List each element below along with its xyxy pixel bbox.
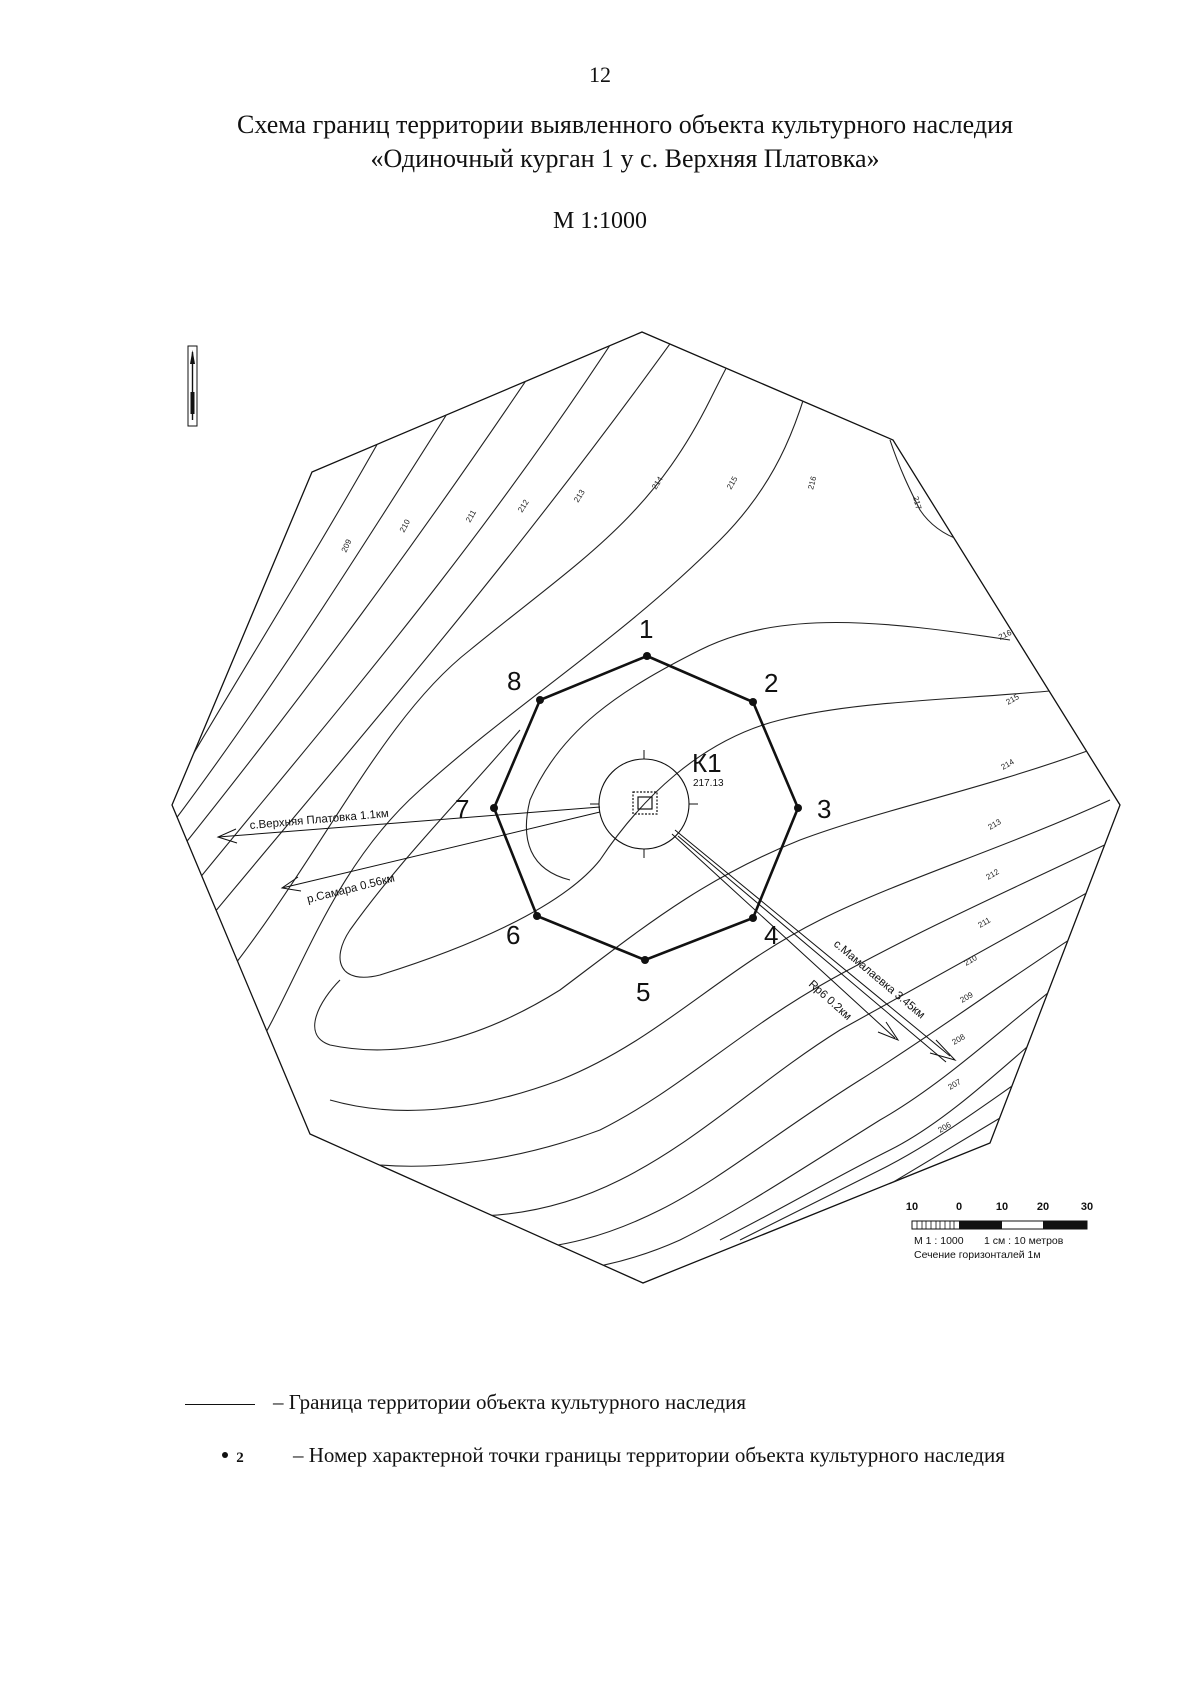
scale-caption: 1 см : 10 метров <box>984 1235 1064 1247</box>
scale-tick: 10 <box>996 1201 1008 1213</box>
boundary-point-markers <box>490 652 802 964</box>
contour-label: 211 <box>464 508 478 524</box>
point-label-7: 7 <box>455 794 469 824</box>
contour-label: 210 <box>963 953 980 968</box>
scale-bar: 10 0 10 20 30 М 1 : 1000 1 см : 10 метро… <box>906 1201 1093 1261</box>
scale-tick: 10 <box>906 1201 918 1213</box>
point-label-4: 4 <box>764 920 778 950</box>
scale-tick: 0 <box>956 1201 962 1213</box>
legend-boundary: – Граница территории объекта культурного… <box>185 1390 746 1415</box>
contour-label: 212 <box>516 498 531 515</box>
boundary-point-1 <box>643 652 651 660</box>
point-label-1: 1 <box>639 614 653 644</box>
scale-tick: 30 <box>1081 1201 1093 1213</box>
contour-label: 207 <box>947 1077 964 1092</box>
legend-point: 2 – Номер характерной точки границы терри… <box>205 1443 1005 1468</box>
contour-label-group: 209 210 211 212 213 214 215 216 217 216 … <box>340 474 1021 1134</box>
boundary-point-6 <box>533 912 541 920</box>
title-line-2: «Одиночный курган 1 у с. Верхняя Платовк… <box>370 144 880 173</box>
point-label-5: 5 <box>636 977 650 1007</box>
direction-labels: с.Верхняя Платовка 1.1км р.Самара 0.56км… <box>249 808 927 1023</box>
contour-lines <box>172 332 1116 1273</box>
contour-label: 214 <box>1000 757 1017 772</box>
page-number: 12 <box>589 62 611 87</box>
title-line-1: Схема границ территории выявленного объе… <box>237 110 1013 139</box>
contour-label: 213 <box>572 488 587 505</box>
page-title: Схема границ территории выявленного объе… <box>150 108 1100 176</box>
contour-label: 208 <box>951 1032 968 1047</box>
scale-caption: М 1 : 1000 <box>914 1235 964 1247</box>
site-label: К1 <box>692 748 722 778</box>
scale-caption: Сечение горизонталей 1м <box>914 1249 1041 1261</box>
point-marker-icon: 2 <box>205 1450 261 1467</box>
contour-label: 209 <box>959 990 976 1005</box>
contour-label: 216 <box>806 475 818 491</box>
boundary-point-7 <box>490 804 498 812</box>
boundary-point-4 <box>749 914 757 922</box>
boundary-line-icon <box>185 1403 255 1405</box>
map-scale: М 1:1000 <box>552 208 647 234</box>
direction-label-samara: р.Самара 0.56км <box>306 872 396 905</box>
contour-label: 211 <box>977 915 993 929</box>
direction-label-verkhnyaya-platovka: с.Верхняя Платовка 1.1км <box>249 808 389 832</box>
point-label-6: 6 <box>506 920 520 950</box>
point-label-8: 8 <box>507 666 521 696</box>
survey-area-outline <box>171 331 1121 1284</box>
boundary-point-8 <box>536 696 544 704</box>
contour-label: 210 <box>398 517 412 533</box>
legend-boundary-text: – Граница территории объекта культурного… <box>273 1390 747 1414</box>
contour-label: 212 <box>985 867 1002 882</box>
direction-label-rp6: Rp6 0.2км <box>806 978 854 1023</box>
boundary-point-labels: 1 2 3 4 5 6 7 8 <box>455 614 831 1007</box>
boundary-point-3 <box>794 804 802 812</box>
point-label-2: 2 <box>764 668 778 698</box>
contour-label: 213 <box>987 817 1004 832</box>
direction-arrows <box>216 806 957 1063</box>
scale-tick: 20 <box>1037 1201 1049 1213</box>
kurgan-marker <box>590 750 698 858</box>
boundary-point-2 <box>749 698 757 706</box>
north-arrow-icon <box>187 345 198 427</box>
legend-point-text: – Номер характерной точки границы террит… <box>293 1443 1005 1467</box>
contour-label: 206 <box>937 1120 954 1135</box>
site-elevation: 217.13 <box>693 778 724 789</box>
contour-label: 217 <box>911 495 923 511</box>
legend-point-number: 2 <box>236 1450 244 1466</box>
boundary-point-5 <box>641 956 649 964</box>
point-label-3: 3 <box>817 794 831 824</box>
contour-label: 215 <box>725 474 740 491</box>
contour-label: 209 <box>340 537 354 553</box>
